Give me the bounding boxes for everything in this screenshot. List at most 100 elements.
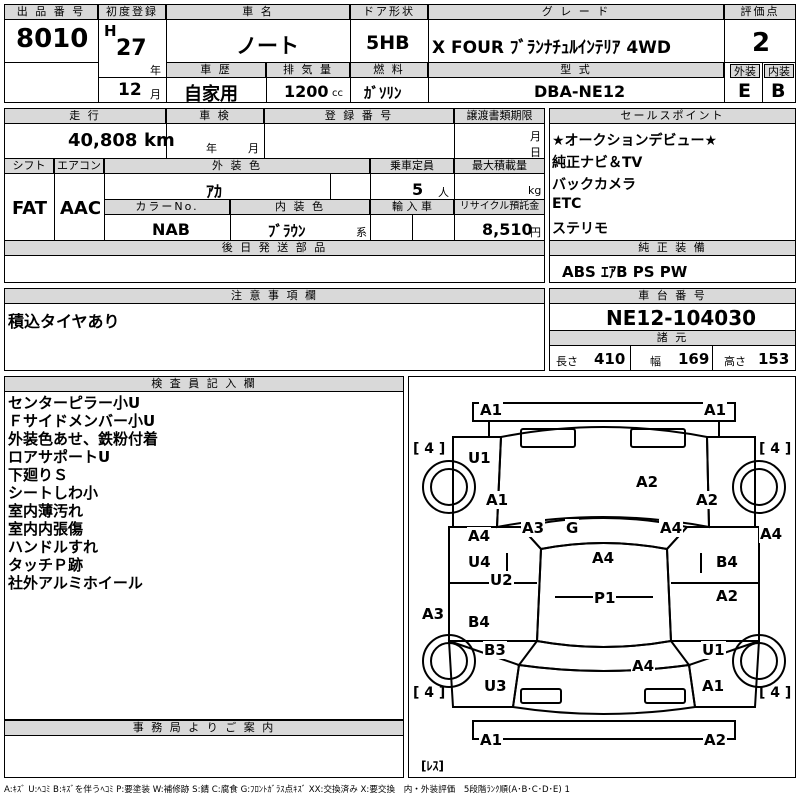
- damage-mark: A1: [703, 401, 728, 419]
- office-label: 事 務 局 よ り ご 案 内: [4, 720, 404, 736]
- recycle-unit: 円: [530, 226, 541, 239]
- damage-mark: B4: [715, 553, 739, 571]
- height-label: 高さ: [724, 355, 746, 368]
- reg-month: 12: [118, 80, 142, 100]
- transfer-day-unit: 日: [530, 146, 541, 159]
- inspector-line-7: 室内薄汚れ: [8, 502, 84, 520]
- office-box: [4, 736, 404, 778]
- mileage-unit: km: [144, 130, 175, 151]
- inspector-line-1: センターピラー小U: [8, 394, 141, 412]
- inspector-line-3: 外装色あせ、鉄粉付着: [8, 430, 159, 448]
- mileage: 40,808: [68, 130, 138, 151]
- selling-point-1: ★オークションデビュー★: [552, 133, 718, 149]
- inspector-line-9: ハンドルすれ: [8, 538, 99, 556]
- int-color: ﾌﾞﾗｳﾝ: [268, 222, 306, 240]
- damage-mark: A1: [479, 731, 504, 749]
- tire-mark-front-left: [ 4 ]: [413, 441, 446, 457]
- shift: FAT: [12, 198, 48, 219]
- damage-mark: A2: [703, 731, 728, 749]
- history: 自家用: [184, 84, 238, 105]
- era: H: [104, 22, 117, 40]
- grade: X FOUR ﾌﾞﾗﾝﾅﾁｭﾙｲﾝﾃﾘｱ 4WD: [432, 38, 672, 58]
- car-outline-svg: [422, 402, 786, 740]
- grade-label: グ レ ー ド: [428, 4, 724, 20]
- inspector-line-11: 社外アルミホイール: [8, 574, 143, 592]
- import-label: 輸 入 車: [370, 199, 454, 215]
- damage-mark: A3: [421, 605, 446, 623]
- damage-mark: U1: [701, 641, 726, 659]
- width-label: 幅: [650, 355, 661, 368]
- later-parts-label: 後 日 発 送 部 品: [4, 240, 545, 256]
- displacement-unit: cc: [332, 88, 343, 99]
- damage-mark: A2: [635, 473, 660, 491]
- selling-point-2: 純正ナビ＆TV: [552, 155, 643, 171]
- int-grade-label: 内装: [764, 64, 794, 78]
- tire-mark-rear-left: [ 4 ]: [413, 685, 446, 701]
- ext-color: ｱｶ: [206, 182, 223, 201]
- inspector-line-5: 下廻りＳ: [8, 466, 69, 484]
- int-color-label: 内 装 色: [230, 199, 370, 215]
- height: 153: [758, 350, 790, 368]
- damage-mark: G: [565, 519, 580, 537]
- chassis-label: 車 台 番 号: [549, 288, 796, 304]
- score: 2: [752, 28, 771, 58]
- damage-mark: A3: [521, 519, 546, 537]
- fuel-label: 燃 料: [350, 62, 428, 78]
- color-no-label: カラーNo.: [104, 199, 230, 215]
- shift-label: シフト: [4, 158, 54, 174]
- selling-point-3: バックカメラ: [552, 177, 636, 193]
- ext-color-label: 外 装 色: [104, 158, 370, 174]
- door-type: 5HB: [366, 32, 410, 54]
- damage-mark: A4: [467, 527, 492, 545]
- width: 169: [678, 350, 710, 368]
- damage-mark: B4: [467, 613, 491, 631]
- recycle-fee: 8,510: [482, 220, 533, 239]
- damage-mark: P1: [593, 589, 617, 607]
- transfer-month-unit: 月: [530, 130, 541, 143]
- damage-mark: A1: [485, 491, 510, 509]
- history-label: 車 歴: [166, 62, 266, 78]
- spare-tire-mark: [ﾚｽ]: [421, 759, 444, 773]
- length-label: 長さ: [556, 355, 578, 368]
- damage-mark: A4: [759, 525, 784, 543]
- chassis-number: NE12-104030: [606, 306, 757, 330]
- car-name-label: 車 名: [166, 4, 350, 20]
- damage-mark: U1: [467, 449, 492, 467]
- ac-label: エアコン: [54, 158, 104, 174]
- ext-grade: E: [738, 80, 751, 102]
- reg-no-label: 登 録 番 号: [264, 108, 454, 124]
- ext-grade-label: 外装: [730, 64, 760, 78]
- lot-label: 出 品 番 号: [4, 4, 98, 20]
- equipment-label: 純 正 装 備: [549, 240, 796, 256]
- length: 410: [594, 350, 626, 368]
- inspector-line-6: シートしわ小: [8, 484, 99, 502]
- damage-mark: A2: [715, 587, 740, 605]
- selling-points-label: セールスポイント: [549, 108, 796, 124]
- inspector-label: 検 査 員 記 入 欄: [4, 376, 404, 392]
- ac: AAC: [60, 198, 102, 219]
- inspector-line-8: 室内内張傷: [8, 520, 84, 538]
- capacity-label: 乗車定員: [370, 158, 454, 174]
- int-color-unit: 系: [356, 226, 367, 239]
- insp-year-unit: 年: [206, 142, 217, 155]
- damage-mark: A4: [659, 519, 684, 537]
- month-unit: 月: [150, 88, 161, 101]
- model: DBA-NE12: [534, 82, 626, 101]
- capacity: 5: [412, 180, 424, 199]
- insp-month-unit: 月: [248, 142, 259, 155]
- color-no: NAB: [152, 220, 190, 239]
- capacity-unit: 人: [438, 186, 449, 199]
- damage-mark: A2: [695, 491, 720, 509]
- damage-mark: B3: [483, 641, 507, 659]
- damage-mark: A4: [631, 657, 656, 675]
- door-label: ドア形状: [350, 4, 428, 20]
- score-label: 評価点: [724, 4, 796, 20]
- transfer-label: 譲渡書類期限: [454, 108, 545, 124]
- tire-mark-front-right: [ 4 ]: [759, 441, 792, 457]
- tire-mark-rear-right: [ 4 ]: [759, 685, 792, 701]
- car-name: ノート: [236, 34, 299, 58]
- damage-mark: U4: [467, 553, 492, 571]
- damage-mark: U2: [489, 571, 514, 589]
- dims-label: 諸 元: [549, 330, 796, 346]
- mileage-label: 走 行: [4, 108, 166, 124]
